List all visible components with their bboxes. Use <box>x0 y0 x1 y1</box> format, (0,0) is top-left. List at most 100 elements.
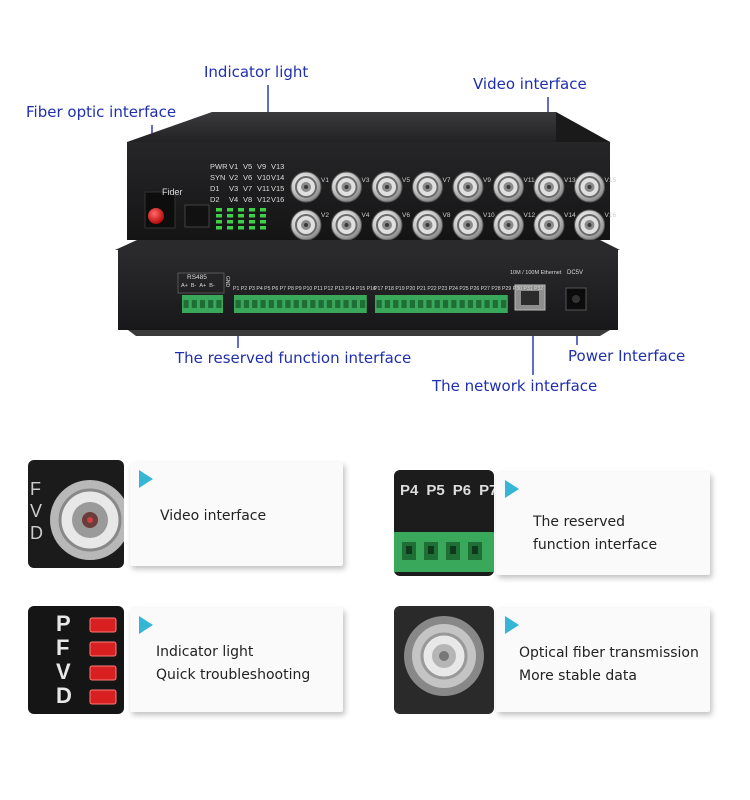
led-indicator <box>227 208 233 212</box>
accent-triangle-icon <box>505 480 519 498</box>
led-indicator <box>238 214 244 218</box>
bnc-label: V13 <box>564 177 576 184</box>
led-indicator <box>249 208 255 212</box>
bnc-connector <box>452 209 484 241</box>
lower-unit-bottom <box>128 330 610 336</box>
led-label: V9 <box>257 162 267 171</box>
feature-text: The reserved function interface <box>533 511 657 557</box>
led-label: V10 <box>257 173 271 182</box>
led-label: V3 <box>229 184 239 193</box>
thumb-letters: P F V D <box>56 612 72 708</box>
reserved-function-thumbnail: P4 P5 P6 P7 <box>394 470 494 576</box>
led-indicator <box>249 220 255 224</box>
feature-text: Indicator light Quick troubleshooting <box>156 641 310 687</box>
thumb-letter: D <box>30 523 43 543</box>
thumb-letter: V <box>56 659 71 684</box>
bnc-connector <box>574 171 605 203</box>
thumb-letter: F <box>56 635 70 660</box>
lower-unit-top <box>115 240 620 250</box>
rs485-pin-label: B- <box>209 283 215 289</box>
led-label: V11 <box>257 184 270 193</box>
led-indicator <box>260 226 266 230</box>
optical-fiber-thumbnail <box>394 606 494 714</box>
bnc-label: V5 <box>402 177 410 184</box>
accent-triangle-icon <box>139 470 153 488</box>
led-label: V4 <box>229 195 239 204</box>
led-label: V5 <box>243 162 253 171</box>
led-label: V6 <box>243 173 253 182</box>
power-interface-callout: Power Interface <box>568 347 686 365</box>
led-indicator <box>238 220 244 224</box>
bnc-connector <box>574 209 605 241</box>
thumb-letter: D <box>56 683 72 708</box>
feature-line: Optical fiber transmission <box>519 645 699 661</box>
bnc-label: V7 <box>442 177 451 184</box>
bnc-connector <box>371 209 403 241</box>
bnc-label: V2 <box>321 212 329 219</box>
feature-card <box>130 462 343 566</box>
led-label: V15 <box>271 184 285 193</box>
thumb-port: P7 <box>479 482 494 499</box>
fiber-optic-interface-callout: Fiber optic interface <box>26 103 177 121</box>
led-indicator <box>227 220 233 224</box>
led-indicators <box>216 208 266 230</box>
thumb-letter: P <box>56 611 71 636</box>
thumb-port: P4 <box>400 482 419 499</box>
device-diagram: Indicator light Video interface Fiber op… <box>26 63 686 395</box>
led-label: V16 <box>271 195 285 204</box>
ports-left-label: P1 P2 P3 P4 P5 P6 P7 P8 P9 P10 P11 P12 P… <box>233 286 376 292</box>
fider-label: Fider <box>162 187 183 197</box>
bnc-connectors <box>290 171 605 241</box>
lower-unit <box>115 240 620 336</box>
led-indicator <box>260 208 266 212</box>
bnc-label: V15 <box>604 177 617 184</box>
dc-jack-hole <box>572 295 580 303</box>
feature-line: Video interface <box>160 508 267 524</box>
ports-right-label: P17 P18 P19 P20 P21 P22 P23 P24 P25 P26 … <box>374 286 544 292</box>
feature-line: Indicator light <box>156 644 254 660</box>
bnc-label: V4 <box>361 212 370 219</box>
rs485-label: RS485 <box>187 274 207 281</box>
fiber-lens-closeup <box>404 616 484 696</box>
feature-video-interface: F V D Video interface <box>0 450 370 580</box>
terminal-block <box>182 295 223 313</box>
bnc-connector <box>331 171 362 203</box>
bnc-label: V3 <box>361 177 370 184</box>
bnc-connector <box>452 171 484 203</box>
bnc-connector <box>290 209 322 241</box>
thumb-letter: F <box>30 479 41 499</box>
rs485-pin-labels: A+B-A+B- <box>181 283 215 289</box>
bnc-label: V12 <box>523 212 536 219</box>
led-label: D2 <box>210 195 220 204</box>
led-indicator <box>227 226 233 230</box>
led-label: PWR <box>210 162 228 171</box>
indicator-light-callout: Indicator light <box>204 63 309 81</box>
led-label: V1 <box>229 162 239 171</box>
accent-triangle-icon <box>505 616 519 634</box>
led-indicator <box>216 208 222 212</box>
terminal-closeup <box>394 532 494 572</box>
led-indicator <box>260 214 266 218</box>
reserved-function-interface-callout: The reserved function interface <box>175 349 412 367</box>
led-label: D1 <box>210 184 220 193</box>
video-interface-callout: Video interface <box>473 75 587 93</box>
led-indicator <box>249 214 255 218</box>
feature-text: Video interface <box>160 505 266 528</box>
bnc-label: V6 <box>402 212 410 219</box>
rs485-pin-label: A+ <box>199 283 207 289</box>
feature-indicator-light: P F V D Indicator light Quick troublesho… <box>0 596 370 726</box>
bnc-connector <box>371 171 403 203</box>
rs485-pin-label: B- <box>190 283 197 289</box>
bnc-label: V11 <box>523 177 535 184</box>
bnc-label: V14 <box>564 212 576 219</box>
ethernet-label: 10M / 100M Ethernet <box>510 270 562 276</box>
terminal-block <box>375 295 508 313</box>
thumb-letter: V <box>30 501 43 521</box>
rs485-pin-label: A+ <box>181 283 188 289</box>
bnc-connector <box>533 171 565 203</box>
fider-port-housing <box>184 204 210 228</box>
thumb-ports: P4 P5 P6 P7 <box>400 482 494 499</box>
